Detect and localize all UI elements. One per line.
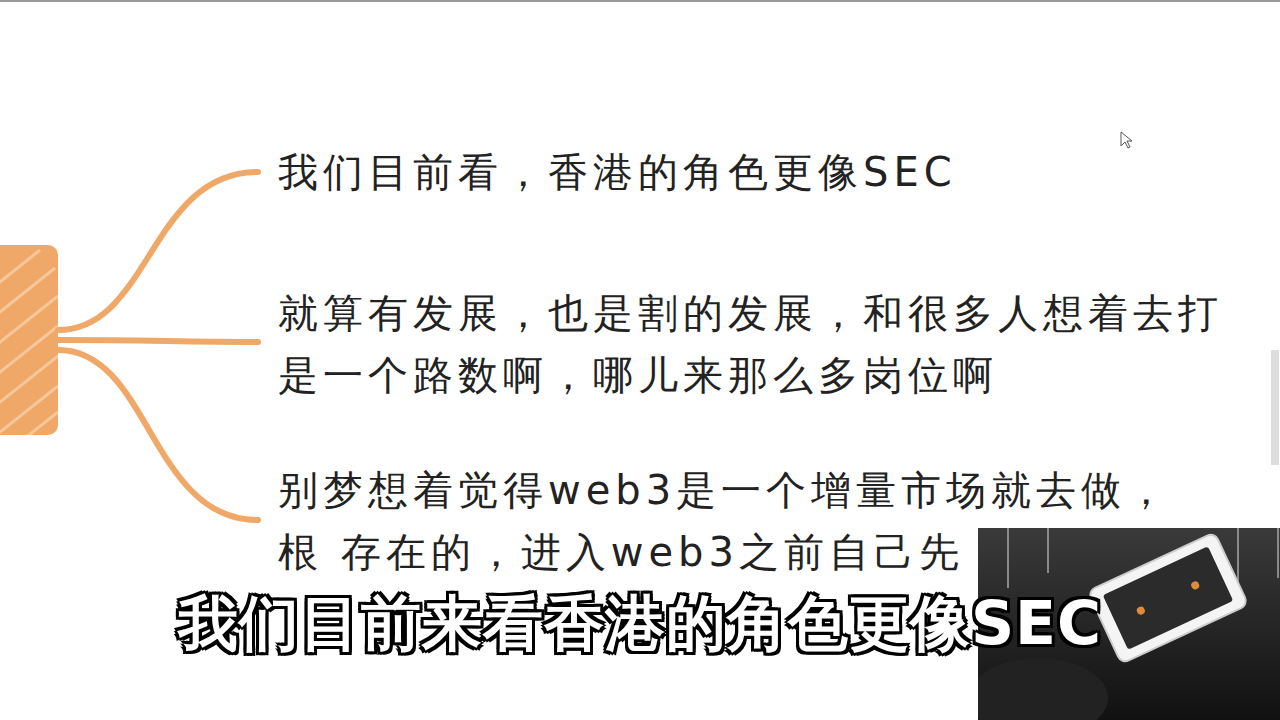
branch-lines bbox=[58, 172, 258, 520]
top-border bbox=[0, 0, 1280, 2]
root-fill bbox=[0, 245, 58, 435]
branch-line bbox=[58, 350, 258, 520]
branch-text: 我们目前看，香港的角色更像SEC bbox=[278, 141, 1258, 203]
mouse-cursor bbox=[1121, 132, 1132, 148]
root-hatch bbox=[0, 250, 58, 435]
branch-line bbox=[58, 172, 258, 330]
branch-text: 就算有发展，也是割的发展，和很多人想着去打 是一个路数啊，哪儿来那么多岗位啊 bbox=[278, 282, 1238, 406]
phone-illustration bbox=[1088, 532, 1249, 664]
subtitle: 我们目前来看香港的角色更像SEC bbox=[0, 590, 1280, 656]
root-block bbox=[0, 245, 58, 450]
branch-text: 别梦想着觉得web3是一个增量市场就去做，根 存在的，进入web3之前自己先 bbox=[278, 459, 1183, 583]
branch-line bbox=[58, 340, 258, 342]
figure-silhouette bbox=[978, 658, 1108, 720]
scrollbar bbox=[1271, 350, 1279, 465]
